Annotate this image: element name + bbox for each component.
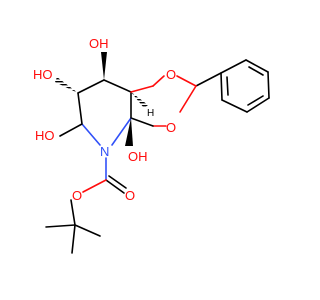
- hash-bond-ho: [55, 77, 78, 93]
- dioxane-ring: [130, 75, 197, 127]
- wedge-bond-oh-bridge: [125, 118, 133, 146]
- piperidine-ring: [77, 79, 154, 146]
- label-oh-bridge: OH: [128, 149, 148, 164]
- label-o-ester: O: [72, 188, 82, 203]
- hash-bond-h: [131, 92, 148, 108]
- label-o-ring-upper: O: [166, 67, 176, 82]
- wedge-bond-oh: [101, 52, 107, 80]
- molecule-diagram: OH HO HO OH O O N O O H: [33, 36, 270, 254]
- phenyl-ring: [220, 59, 270, 113]
- label-o-carbonyl: O: [125, 188, 135, 203]
- ho-bond: [59, 123, 83, 137]
- label-o-ring-lower: O: [166, 120, 176, 135]
- label-h: H: [147, 108, 154, 119]
- label-ho-lower: HO: [35, 128, 55, 143]
- label-oh-top: OH: [89, 36, 109, 51]
- boc-group: [45, 157, 127, 254]
- acetal-phenyl-bond: [195, 72, 222, 87]
- label-n: N: [100, 144, 109, 159]
- structure-svg: OH HO HO OH O O N O O H: [33, 36, 270, 254]
- label-ho-upper: HO: [33, 67, 53, 82]
